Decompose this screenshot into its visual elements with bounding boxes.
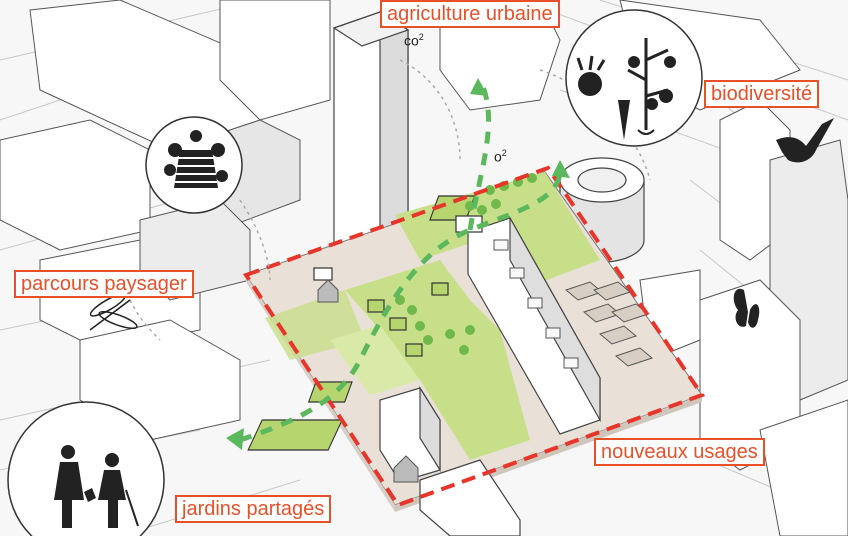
o2-annotation: o2: [494, 148, 507, 165]
small-houses: [564, 281, 654, 367]
wind-arrows: [129, 59, 651, 341]
label-jardins-partages: jardins partagés: [175, 495, 332, 523]
green-arrowheads: [226, 78, 570, 450]
site-boundary: [242, 165, 706, 508]
building-modules: [493, 239, 579, 369]
front-building: [379, 385, 441, 483]
o2-text: o: [494, 148, 502, 165]
label-parcours-paysager: parcours paysager: [14, 270, 194, 298]
insect-hotel-icon: [145, 116, 243, 214]
o2-sub: 2: [501, 148, 507, 158]
front-tower-bottom: [419, 459, 521, 536]
house-icon: [317, 279, 419, 483]
butterfly-icon: [733, 288, 760, 328]
trees: [395, 173, 537, 355]
bird-icon: [776, 118, 834, 163]
label-nouveaux-usages: nouveaux usages: [594, 438, 765, 466]
co2-annotation: co2: [404, 32, 424, 49]
gardeners-icon: [7, 401, 165, 536]
co2-sub: 2: [418, 32, 424, 42]
co2-text: co: [404, 32, 419, 49]
label-biodiversite: biodiversité: [704, 80, 820, 108]
tower: [332, 10, 410, 267]
label-agriculture-urbaine: agriculture urbaine: [380, 0, 560, 28]
long-building: [467, 215, 601, 435]
vegetables-icon: [565, 9, 703, 147]
